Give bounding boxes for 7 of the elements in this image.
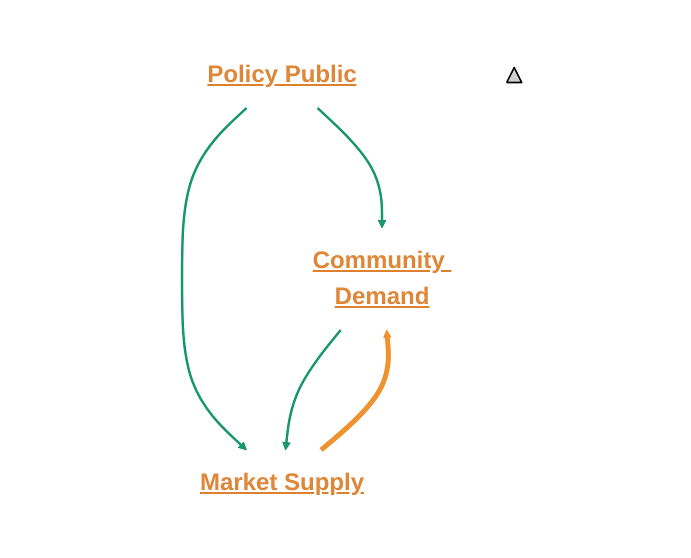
arrow <box>180 107 248 450</box>
arrow <box>316 107 386 228</box>
arrow <box>319 330 392 452</box>
node-text: Community Demand <box>312 247 444 310</box>
node-text: Policy Public <box>206 61 356 88</box>
node-text: Market Supply <box>200 469 364 496</box>
arrow <box>282 329 342 450</box>
